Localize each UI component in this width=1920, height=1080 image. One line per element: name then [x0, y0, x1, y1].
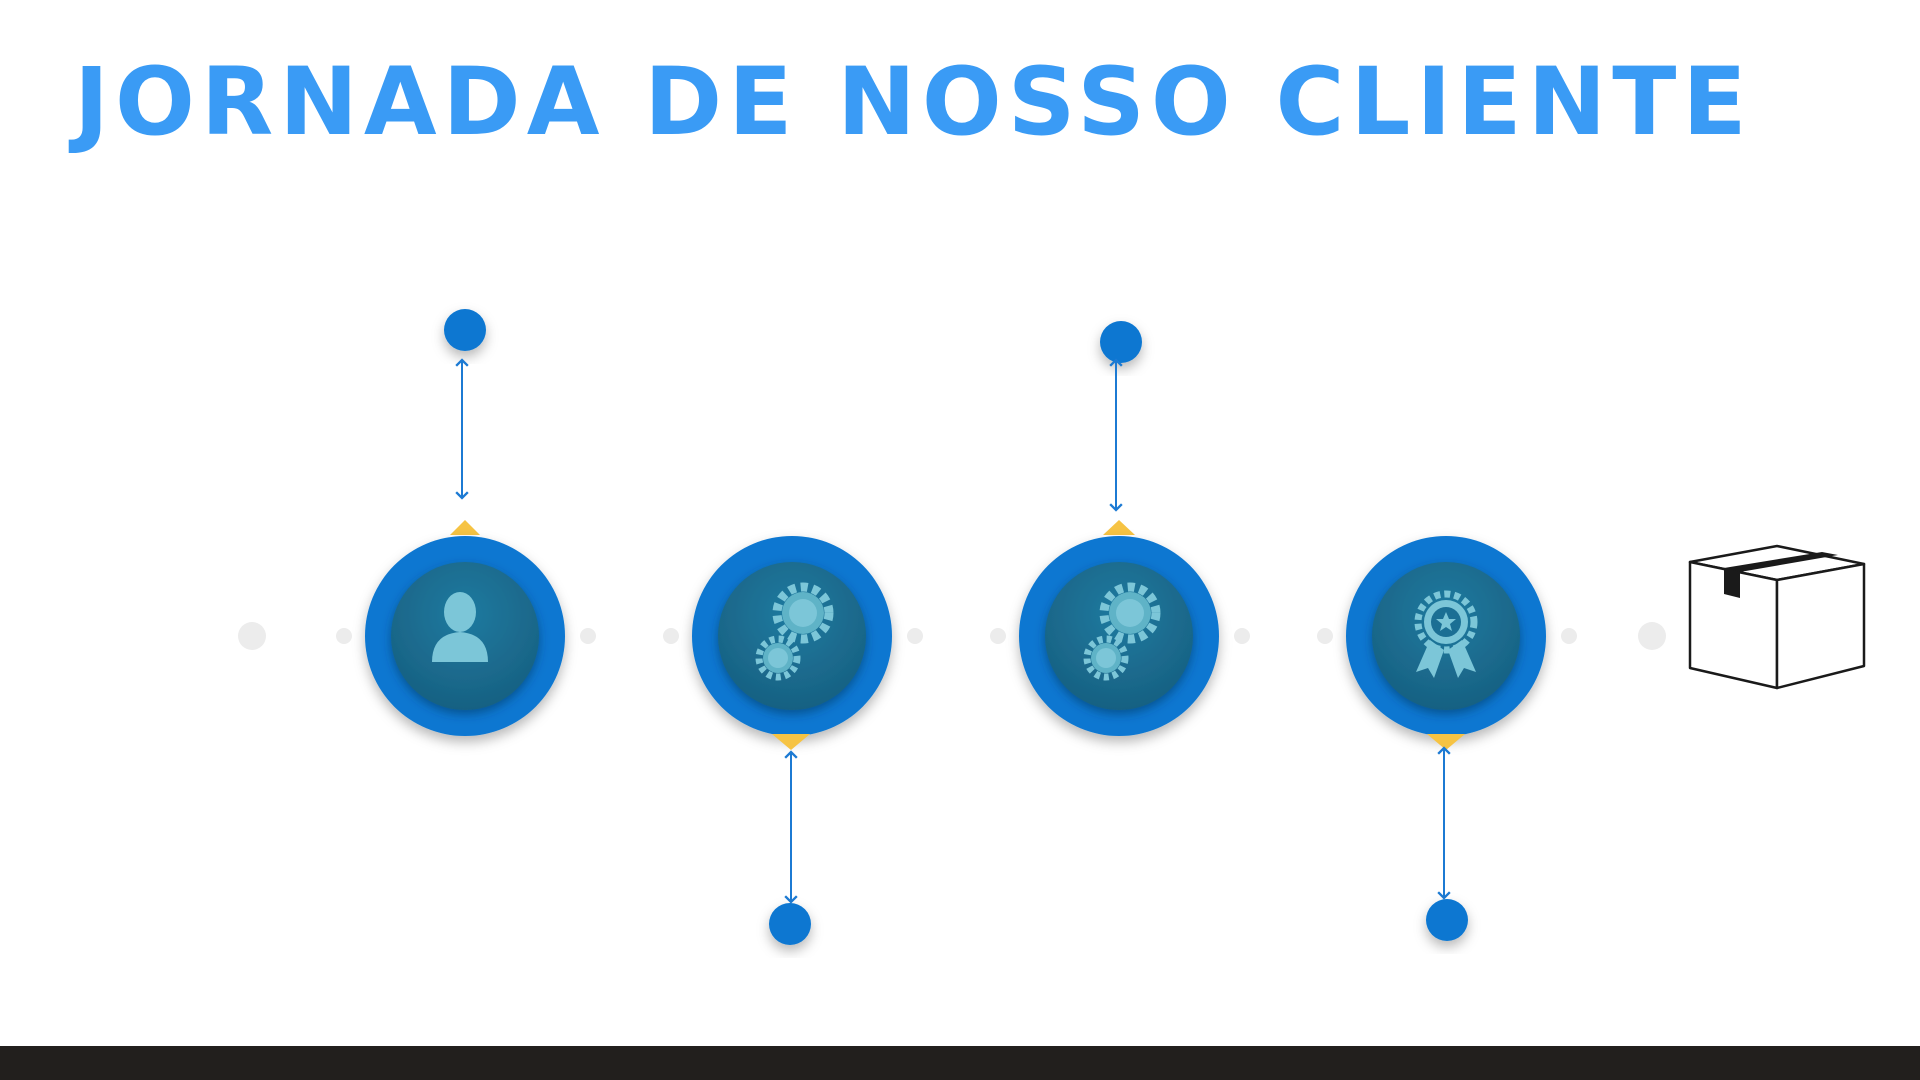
box-icon — [1688, 544, 1866, 690]
accent-triangle — [772, 734, 810, 750]
timeline-dot — [238, 622, 266, 650]
accent-triangle — [450, 520, 480, 535]
journey-step-3 — [1019, 321, 1219, 736]
timeline-dot — [1561, 628, 1577, 644]
timeline-dot — [907, 628, 923, 644]
connector-node-top — [1100, 321, 1142, 363]
footer-bar — [0, 1046, 1920, 1080]
timeline-dot — [1638, 622, 1666, 650]
accent-triangle — [1103, 520, 1135, 535]
timeline-dot — [663, 628, 679, 644]
user-icon — [432, 592, 488, 662]
gears-icon — [1083, 582, 1161, 681]
journey-step-4 — [1346, 536, 1546, 941]
page-title: JORNADA DE NOSSO CLIENTE — [74, 48, 1753, 157]
timeline-dot — [990, 628, 1006, 644]
accent-triangle — [1427, 734, 1465, 750]
timeline-dot — [1317, 628, 1333, 644]
timeline-dot — [336, 628, 352, 644]
journey-step-1 — [365, 309, 565, 736]
award-ribbon-icon — [1414, 590, 1478, 678]
timeline-dots — [238, 622, 1666, 650]
connector-node-top — [444, 309, 486, 351]
connector-node-bottom — [1426, 899, 1468, 941]
gears-icon — [755, 582, 834, 681]
journey-step-2 — [692, 536, 892, 945]
timeline-dot — [580, 628, 596, 644]
connector-node-bottom — [769, 903, 811, 945]
timeline-dot — [1234, 628, 1250, 644]
